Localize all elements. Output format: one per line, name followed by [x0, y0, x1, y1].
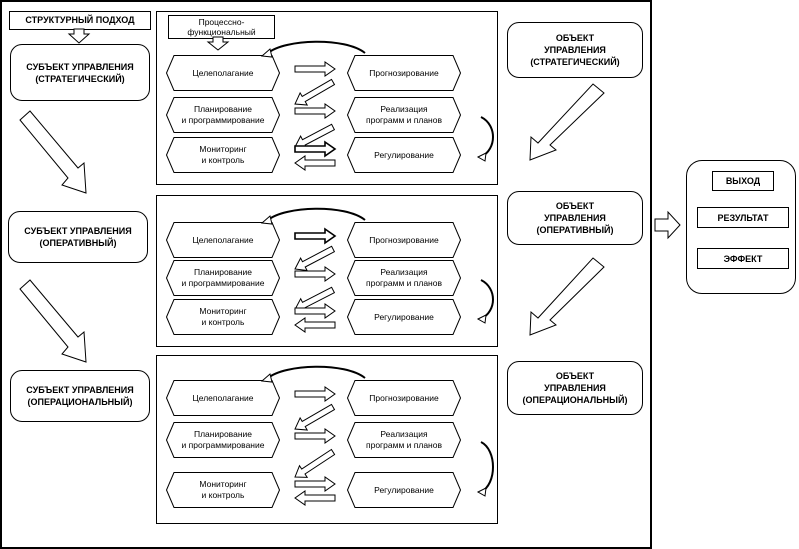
hex-strategic-left-0: Целеполагание	[166, 55, 280, 91]
object-strategic-line2: УПРАВЛЕНИЯ	[544, 45, 606, 55]
hex-operative-left-0: Целеполагание	[166, 222, 280, 258]
hex-operative-right-2-label: Регулирование	[374, 312, 434, 323]
hex-operational-left-1-line2: и программирование	[181, 440, 265, 450]
subject-strategic-line2: (СТРАТЕГИЧЕСКИЙ)	[35, 73, 125, 84]
hex-strategic-right-2-line1: Регулирование	[374, 149, 434, 160]
hex-strategic-left-0-line1: Целеполагание	[192, 67, 254, 78]
hex-operative-left-0-line1: Целеполагание	[192, 234, 254, 245]
hex-operational-right-0-label: Прогнозирование	[369, 393, 438, 404]
hex-operational-right-2-line1: Регулирование	[374, 484, 434, 495]
object-operational-line2: УПРАВЛЕНИЯ	[544, 383, 606, 393]
object-operational-line1: ОБЪЕКТ	[555, 371, 595, 381]
hex-operative-left-1-line1: Планирование	[193, 267, 252, 277]
object-operative-line3: (ОПЕРАТИВНЫЙ)	[536, 225, 614, 235]
hex-operational-right-2: Регулирование	[347, 472, 461, 508]
subject-operative: СУБЪЕКТ УПРАВЛЕНИЯ (ОПЕРАТИВНЫЙ)	[8, 211, 148, 263]
hex-strategic-right-1-line1: Реализация	[380, 104, 428, 114]
hex-operative-right-2-line1: Регулирование	[374, 311, 434, 322]
hex-operative-right-2: Регулирование	[347, 299, 461, 335]
hex-operative-right-0: Прогнозирование	[347, 222, 461, 258]
hex-operative-left-0-label: Целеполагание	[192, 235, 253, 246]
hex-operational-left-2-line2: и контроль	[201, 490, 245, 500]
subject-operative-line1: СУБЪЕКТ УПРАВЛЕНИЯ	[24, 226, 132, 236]
subject-operational-line2: (ОПЕРАЦИОНАЛЬНЫЙ)	[27, 397, 133, 407]
hex-operational-left-2-line1: Мониторинг	[199, 479, 247, 489]
hex-operative-right-0-line1: Прогнозирование	[369, 234, 439, 245]
hex-strategic-right-2: Регулирование	[347, 137, 461, 173]
hex-operational-right-0: Прогнозирование	[347, 380, 461, 416]
object-operative-line1: ОБЪЕКТ	[555, 201, 595, 211]
main-frame	[0, 0, 652, 549]
hex-operational-right-0-line1: Прогнозирование	[369, 392, 439, 403]
subject-operational: СУБЪЕКТ УПРАВЛЕНИЯ (ОПЕРАЦИОНАЛЬНЫЙ)	[10, 370, 150, 422]
object-operative: ОБЪЕКТ УПРАВЛЕНИЯ (ОПЕРАТИВНЫЙ)	[507, 191, 643, 245]
object-strategic: ОБЪЕКТ УПРАВЛЕНИЯ (СТРАТЕГИЧЕСКИЙ)	[507, 22, 643, 78]
output-result: РЕЗУЛЬТАТ	[697, 207, 789, 228]
hex-operative-right-1-line2: программ и планов	[366, 278, 442, 288]
hex-strategic-left-1-line1: Планирование	[193, 104, 252, 114]
hex-operational-right-1-line1: Реализация	[380, 429, 428, 439]
hex-strategic-right-0: Прогнозирование	[347, 55, 461, 91]
output-effect: ЭФФЕКТ	[697, 248, 789, 269]
hex-operational-left-1-line1: Планирование	[193, 429, 252, 439]
hex-strategic-right-2-label: Регулирование	[374, 150, 434, 161]
hex-operative-right-1-line1: Реализация	[380, 267, 428, 277]
subject-operative-line2: (ОПЕРАТИВНЫЙ)	[39, 238, 117, 248]
hex-operational-left-0: Целеполагание	[166, 380, 280, 416]
process-functional-label: Процессно-функциональный	[168, 15, 275, 39]
hex-strategic-left-1-line2: и программирование	[181, 115, 265, 125]
subject-operational-line1: СУБЪЕКТ УПРАВЛЕНИЯ	[26, 385, 134, 395]
hex-operational-left-0-line1: Целеполагание	[192, 392, 254, 403]
structural-approach-label: СТРУКТУРНЫЙ ПОДХОД	[9, 11, 151, 30]
object-strategic-line1: ОБЪЕКТ	[555, 33, 595, 43]
right-arrow-icon	[654, 210, 681, 240]
hex-operational-right-2-label: Регулирование	[374, 485, 434, 496]
object-operative-line2: УПРАВЛЕНИЯ	[544, 213, 606, 223]
hex-strategic-right-0-line1: Прогнозирование	[369, 67, 439, 78]
hex-strategic-left-0-label: Целеполагание	[192, 68, 253, 79]
object-operational: ОБЪЕКТ УПРАВЛЕНИЯ (ОПЕРАЦИОНАЛЬНЫЙ)	[507, 361, 643, 415]
hex-operational-left-0-label: Целеполагание	[192, 393, 253, 404]
output-title-text: ВЫХОД	[725, 176, 761, 186]
hex-operative-left-2-line2: и контроль	[201, 317, 245, 327]
object-operational-line3: (ОПЕРАЦИОНАЛЬНЫЙ)	[522, 395, 628, 405]
hex-strategic-left-2-line2: и контроль	[201, 155, 245, 165]
output-title: ВЫХОД	[712, 171, 774, 191]
hex-operational-right-1-line2: программ и планов	[366, 440, 442, 450]
subject-strategic: СУБЪЕКТ УПРАВЛЕНИЯ (СТРАТЕГИЧЕСКИЙ)	[10, 44, 150, 101]
hex-strategic-right-1-line2: программ и планов	[366, 115, 442, 125]
object-strategic-line3: (СТРАТЕГИЧЕСКИЙ)	[530, 57, 620, 67]
subject-strategic-line1: СУБЪЕКТ УПРАВЛЕНИЯ	[26, 61, 134, 72]
output-effect-text: ЭФФЕКТ	[723, 253, 763, 264]
hex-operative-left-1-line2: и программирование	[181, 278, 265, 288]
hex-strategic-left-2-line1: Мониторинг	[199, 144, 247, 154]
hex-strategic-right-0-label: Прогнозирование	[369, 68, 438, 79]
hex-operative-left-2-line1: Мониторинг	[199, 306, 247, 316]
structural-approach-text: СТРУКТУРНЫЙ ПОДХОД	[25, 15, 135, 25]
output-result-text: РЕЗУЛЬТАТ	[717, 212, 769, 223]
hex-operative-right-0-label: Прогнозирование	[369, 235, 438, 246]
process-functional-text: Процессно-функциональный	[187, 17, 256, 37]
